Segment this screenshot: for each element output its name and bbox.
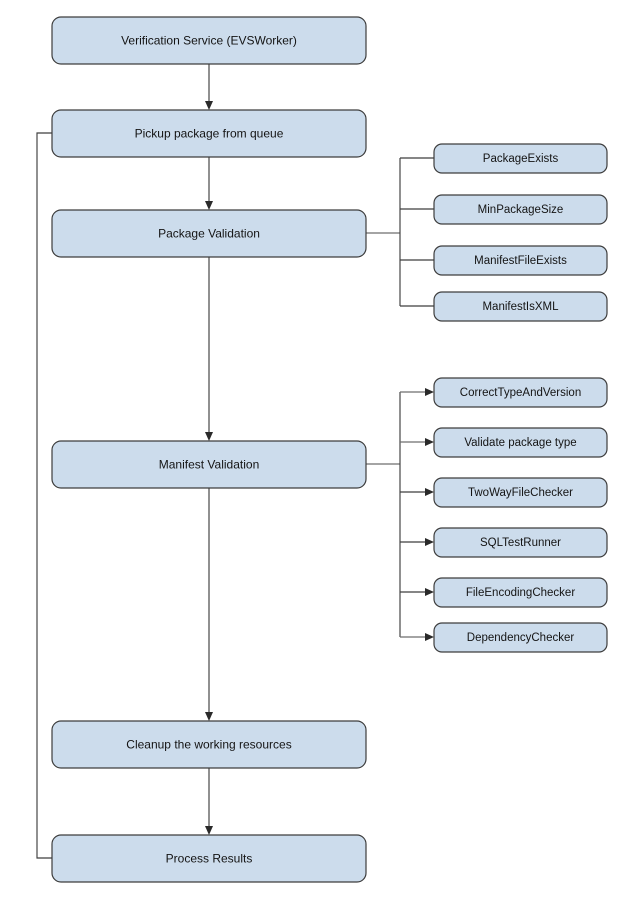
- node-min-package-size-box[interactable]: [433, 194, 608, 225]
- node-file-encoding-checker-box[interactable]: [433, 577, 608, 608]
- arrowhead-two-way-file-checker: [425, 488, 434, 496]
- node-cleanup-resources[interactable]: Cleanup the working resources: [51, 720, 367, 769]
- node-correct-type-and-version[interactable]: CorrectTypeAndVersion: [433, 377, 608, 408]
- feedback-loop-edge: [36, 132, 52, 859]
- node-min-package-size[interactable]: MinPackageSize: [433, 194, 608, 225]
- node-manifest-validation-box[interactable]: [51, 440, 367, 489]
- node-manifest-validation[interactable]: Manifest Validation: [51, 440, 367, 489]
- node-manifest-is-xml-box[interactable]: [433, 291, 608, 322]
- node-pickup-package[interactable]: Pickup package from queue: [51, 109, 367, 158]
- arrowhead-correct-type-and-version: [425, 388, 434, 396]
- node-pickup-package-box[interactable]: [51, 109, 367, 158]
- node-validate-package-type[interactable]: Validate package type: [433, 427, 608, 458]
- arrowhead-validate-package-type: [425, 438, 434, 446]
- main-flow-edges: [205, 64, 213, 835]
- node-correct-type-and-version-box[interactable]: [433, 377, 608, 408]
- package-validation-branch-edges: [366, 157, 434, 307]
- node-verification-service-box[interactable]: [51, 16, 367, 65]
- node-manifest-file-exists[interactable]: ManifestFileExists: [433, 245, 608, 276]
- node-manifest-file-exists-box[interactable]: [433, 245, 608, 276]
- node-validate-package-type-box[interactable]: [433, 427, 608, 458]
- arrowhead-cleanup: [205, 712, 213, 721]
- arrowhead-file-encoding-checker: [425, 588, 434, 596]
- node-sql-test-runner-box[interactable]: [433, 527, 608, 558]
- edge-process-results-to-pickup: [36, 132, 52, 859]
- manifest-validation-branch-edges: [366, 388, 434, 641]
- node-process-results[interactable]: Process Results: [51, 834, 367, 883]
- node-package-validation-box[interactable]: [51, 209, 367, 258]
- node-manifest-is-xml[interactable]: ManifestIsXML: [433, 291, 608, 322]
- node-dependency-checker-box[interactable]: [433, 622, 608, 653]
- node-package-validation[interactable]: Package Validation: [51, 209, 367, 258]
- node-dependency-checker[interactable]: DependencyChecker: [433, 622, 608, 653]
- arrowhead-process-results: [205, 826, 213, 835]
- node-package-exists[interactable]: PackageExists: [433, 143, 608, 174]
- arrowhead-pickup: [205, 101, 213, 110]
- arrowhead-package-validation: [205, 201, 213, 210]
- node-sql-test-runner[interactable]: SQLTestRunner: [433, 527, 608, 558]
- arrowhead-manifest-validation: [205, 432, 213, 441]
- node-package-exists-box[interactable]: [433, 143, 608, 174]
- node-two-way-file-checker-box[interactable]: [433, 477, 608, 508]
- node-verification-service[interactable]: Verification Service (EVSWorker): [51, 16, 367, 65]
- arrowhead-dependency-checker: [425, 633, 434, 641]
- arrowhead-sql-test-runner: [425, 538, 434, 546]
- node-file-encoding-checker[interactable]: FileEncodingChecker: [433, 577, 608, 608]
- node-process-results-box[interactable]: [51, 834, 367, 883]
- node-two-way-file-checker[interactable]: TwoWayFileChecker: [433, 477, 608, 508]
- node-cleanup-resources-box[interactable]: [51, 720, 367, 769]
